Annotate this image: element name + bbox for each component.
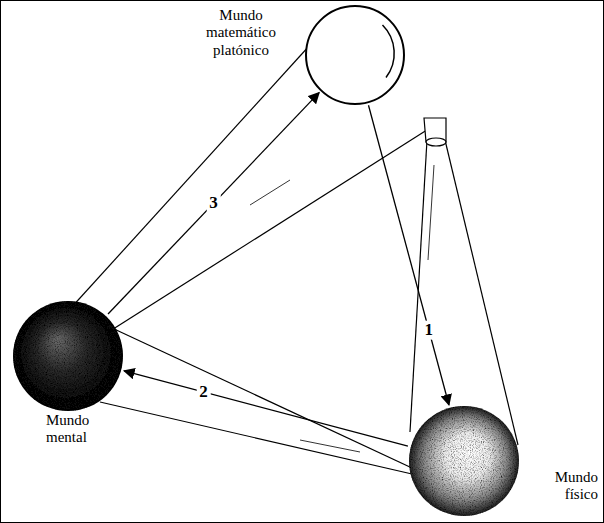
world-name: Mundo físico bbox=[532, 469, 598, 504]
callout-number: 1 bbox=[422, 321, 437, 340]
influence-arrow bbox=[368, 105, 448, 405]
world-name: Mundo matemático platónico bbox=[193, 7, 289, 59]
textured-sphere bbox=[13, 301, 123, 411]
physical-world: Mundo físico bbox=[408, 405, 520, 517]
cone-edge bbox=[112, 328, 412, 468]
cone-edge bbox=[410, 140, 427, 432]
callout-number: 2 bbox=[196, 383, 211, 402]
mental-world: Mundo mental bbox=[12, 300, 124, 412]
sphere-outline bbox=[306, 6, 404, 104]
cone-spout bbox=[424, 118, 446, 145]
influence-arrow bbox=[124, 371, 408, 446]
cone-edge bbox=[445, 140, 518, 445]
sphere-outline bbox=[12, 300, 124, 412]
platonic-world: Mundo matemático platónico bbox=[305, 5, 405, 105]
sphere-highlight bbox=[383, 25, 395, 78]
cone-hatch bbox=[300, 440, 360, 452]
cone-edge bbox=[100, 402, 412, 474]
cone-edge bbox=[60, 45, 310, 320]
cone-spout bbox=[426, 138, 446, 146]
cone-edge bbox=[88, 128, 430, 345]
world-name: Mundo mental bbox=[46, 412, 104, 447]
cone-hatch bbox=[250, 180, 290, 205]
cone-hatch bbox=[428, 165, 434, 260]
sphere-outline bbox=[305, 5, 405, 105]
sphere-outline bbox=[408, 405, 520, 517]
callout-number: 3 bbox=[206, 194, 221, 213]
influence-arrow bbox=[108, 93, 319, 314]
textured-sphere bbox=[409, 406, 519, 516]
